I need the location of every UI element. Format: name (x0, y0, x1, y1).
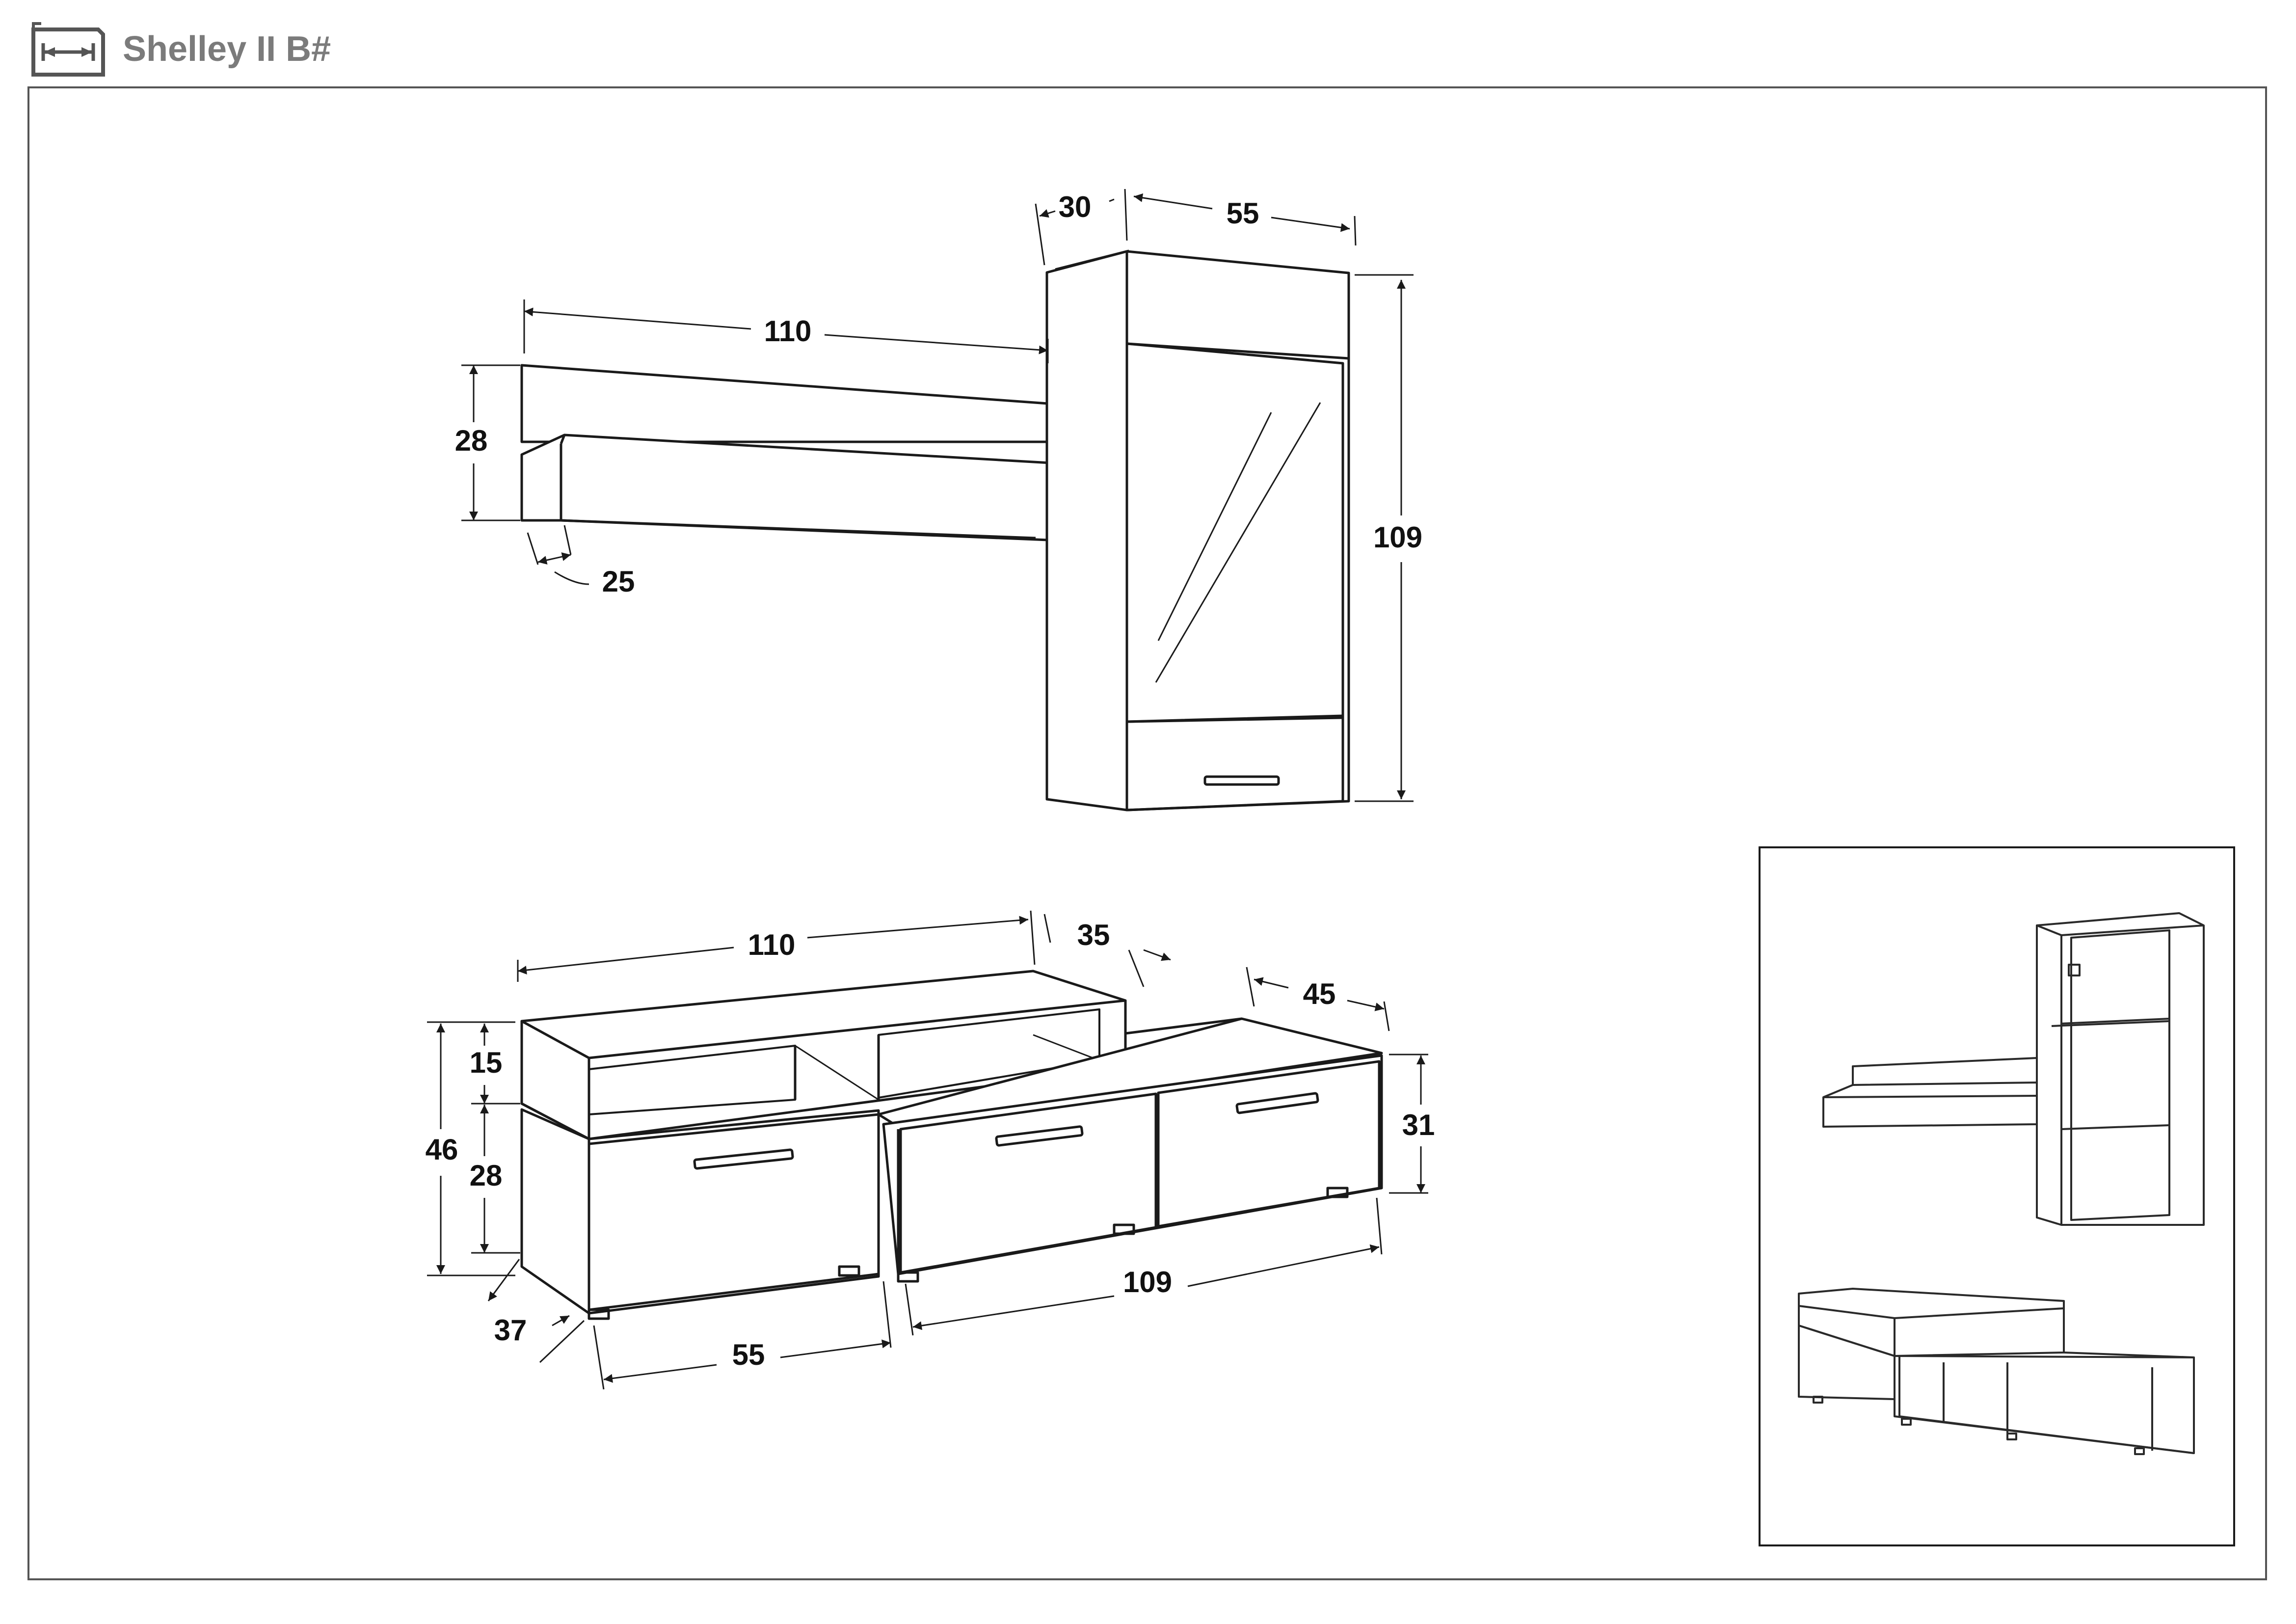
cabinet-front (1125, 250, 1350, 812)
page-title: Shelley II B# (123, 29, 331, 69)
drawer-handle (1203, 775, 1280, 786)
dim-wall-cabinet-height: 109 (1373, 521, 1422, 554)
dim-lower-total-height: 46 (426, 1133, 458, 1166)
dim-lower-top-width: 110 (748, 928, 796, 961)
drawing-frame (27, 86, 2267, 1580)
back-shelf (520, 364, 1049, 443)
left-drawer-handle (693, 1148, 794, 1170)
dim-lower-right-height: 31 (1402, 1109, 1435, 1141)
dim-lower-top-height: 15 (470, 1046, 503, 1079)
cabinet-side (1045, 250, 1128, 812)
preview-panel (1759, 846, 2235, 1546)
middle-drawer-handle (995, 1125, 1084, 1147)
left-body (520, 1108, 880, 1315)
dim-wall-cabinet-width: 55 (1227, 197, 1259, 230)
front-shelf (520, 433, 1112, 542)
right-drawer-handle (1235, 1092, 1319, 1114)
cabinet-drawer (1125, 714, 1344, 812)
dim-lower-depth: 37 (494, 1314, 527, 1347)
dim-upper-shelf-height: 28 (455, 424, 488, 457)
left-drawer (587, 1113, 880, 1311)
dim-lower-left-width: 55 (732, 1338, 765, 1371)
tv-stand (520, 970, 1383, 1320)
dim-lower-right-width: 109 (1123, 1266, 1172, 1299)
dimension-lines (427, 189, 1428, 1390)
right-drawer (1157, 1060, 1381, 1228)
middle-drawer (899, 1092, 1157, 1274)
header: Shelley II B# (29, 20, 331, 79)
dim-upper-shelf-depth: 25 (602, 565, 635, 598)
dim-lower-body-height: 28 (470, 1159, 503, 1192)
dimension-labels: 110 28 25 30 55 109 110 35 45 15 46 28 3… (426, 190, 1435, 1371)
wall-unit (520, 249, 1350, 812)
dim-lower-top-depth: 35 (1077, 919, 1110, 951)
dimensions-icon (31, 22, 105, 77)
dim-lower-right-depth: 45 (1303, 977, 1336, 1010)
dim-upper-shelf-width: 110 (764, 315, 812, 348)
dim-wall-cabinet-depth: 30 (1059, 190, 1092, 223)
